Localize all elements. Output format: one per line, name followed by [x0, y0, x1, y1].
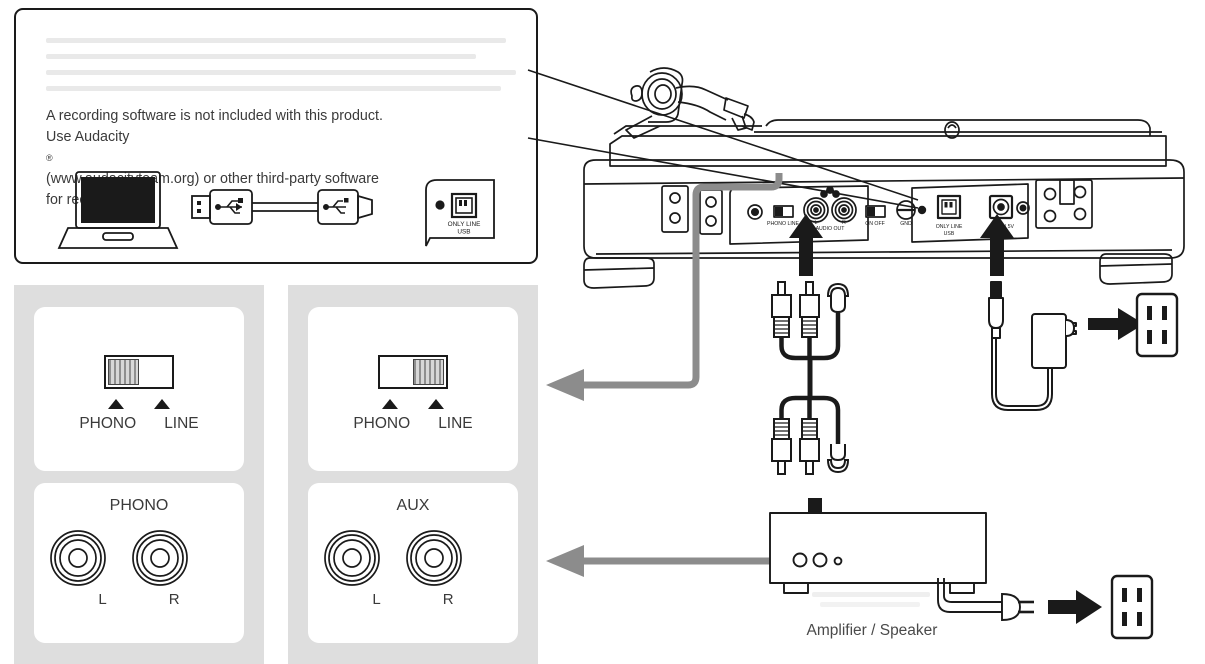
rca-jacks-graphic	[50, 530, 188, 586]
jack-card-title: PHONO	[109, 497, 169, 514]
recording-software-callout: A recording software is not included wit…	[14, 8, 538, 264]
rca-jack-left	[324, 530, 380, 586]
ground-spade-bottom	[826, 444, 850, 474]
rca-plug-bottom-right	[799, 418, 820, 475]
aux-switch-card: PHONO LINE	[308, 307, 518, 471]
label-phono: PHONO	[353, 415, 411, 432]
amp-ground-terminal	[833, 556, 843, 566]
gnd-post	[896, 200, 916, 220]
rca-jack-right	[406, 530, 462, 586]
rca-plug-top-right	[799, 281, 820, 338]
switch-labels: PHONO LINE	[308, 415, 518, 433]
audio-out-jacks	[803, 186, 857, 223]
phono-line-switch-right[interactable]	[378, 355, 448, 389]
usb-symbol-icon	[215, 198, 243, 214]
switch-position-arrows	[308, 399, 518, 409]
device-usb-port-inset: ONLY LINE USB	[425, 179, 495, 247]
rca-jacks-graphic	[324, 530, 462, 586]
label-phono: PHONO	[79, 415, 137, 432]
phono-switch-card: PHONO LINE	[34, 307, 244, 471]
wall-outlet-top	[1135, 292, 1179, 358]
switch-labels: PHONO LINE	[34, 415, 244, 433]
arrow-up-phono-icon	[382, 399, 398, 409]
power-switch	[865, 205, 886, 218]
audio-out-insert-arrow	[789, 214, 823, 276]
phono-line-switch-left[interactable]	[104, 355, 174, 389]
rear-label-audio-out: AUDIO OUT	[816, 226, 846, 232]
rear-label-usb-1: ONLY LINE	[936, 224, 963, 230]
jack-label-right: R	[168, 591, 180, 608]
arrow-up-line-icon	[428, 399, 444, 409]
switch-knob	[413, 359, 444, 385]
switch-graphic	[308, 355, 518, 394]
rear-label-audio-r: R	[842, 220, 846, 226]
ground-screw-terminal	[747, 204, 763, 220]
switch-graphic	[34, 355, 244, 394]
dc-in-jack	[988, 194, 1030, 220]
arrow-up-phono-icon	[108, 399, 124, 409]
amp-foot-right	[949, 583, 975, 594]
amplifier-power-cord	[937, 574, 1154, 640]
switch-position-arrows	[34, 399, 244, 409]
rca-plug-bottom-left	[771, 418, 792, 475]
amplifier-illustration	[769, 512, 987, 594]
jack-card-title: AUX	[396, 497, 430, 514]
rear-label-audio-l: L	[815, 220, 818, 226]
usb-b-port-icon	[450, 192, 478, 219]
dc-barrel-plug	[988, 281, 1004, 339]
registered-trademark-icon: ®	[46, 153, 53, 163]
label-line: LINE	[164, 415, 199, 432]
jack-row	[308, 529, 518, 587]
faded-text-placeholder-amp	[812, 592, 932, 614]
usb-port-label-line2: USB	[457, 229, 470, 236]
rca-jack-left	[50, 530, 106, 586]
switch-routing-arrow	[546, 173, 783, 401]
usb-connection-illustration	[57, 171, 373, 249]
jack-label-left: L	[372, 591, 381, 608]
dc-in-insert-arrow	[980, 214, 1014, 276]
callout-line-1: A recording software is not included wit…	[46, 108, 383, 124]
ac-adapter-illustration	[988, 281, 1179, 411]
jack-label-right: R	[442, 591, 454, 608]
amp-input-jack-left	[792, 552, 808, 568]
faded-text-placeholder	[46, 38, 526, 100]
callout-leader-lines	[527, 69, 919, 209]
label-line: LINE	[438, 415, 473, 432]
amp-input-jack-right	[812, 552, 828, 568]
turntable-illustration: PHONO LINE AUDIO OUT L R ON OFF GND ONLY…	[583, 67, 1185, 289]
rear-label-usb-2: USB	[944, 231, 955, 237]
wall-outlet-bottom	[1110, 574, 1154, 640]
tonearm-assembly	[625, 67, 755, 139]
amp-foot-left	[783, 583, 809, 594]
rear-label-gnd: GND	[900, 221, 912, 227]
amp-plug-direction-arrow	[1048, 590, 1102, 624]
ground-spade-top	[826, 282, 850, 314]
right-vent	[1035, 179, 1093, 229]
plug-direction-arrow	[1088, 308, 1144, 340]
usb-port-label-line1: ONLY LINE	[448, 221, 481, 228]
left-vent	[661, 185, 689, 233]
amplifier-label: Amplifier / Speaker	[806, 622, 938, 639]
rca-plug-top-left	[771, 281, 792, 338]
rear-label-power: ON OFF	[865, 221, 885, 227]
jack-label-left: L	[98, 591, 107, 608]
arrow-up-line-icon	[154, 399, 170, 409]
screw-dot-icon	[435, 200, 445, 210]
amplifier-routing-arrow	[546, 545, 790, 577]
phono-line-switch	[773, 205, 794, 218]
jack-row	[34, 529, 244, 587]
rear-label-phono-line: PHONO LINE	[767, 221, 800, 227]
callout-line-2-a: Use Audacity	[46, 129, 130, 145]
rca-cable-with-ground-wire	[771, 281, 850, 475]
switch-knob	[108, 359, 139, 385]
rear-usb-port	[917, 194, 962, 220]
turntable-feet	[583, 253, 1173, 289]
rca-jack-right	[132, 530, 188, 586]
